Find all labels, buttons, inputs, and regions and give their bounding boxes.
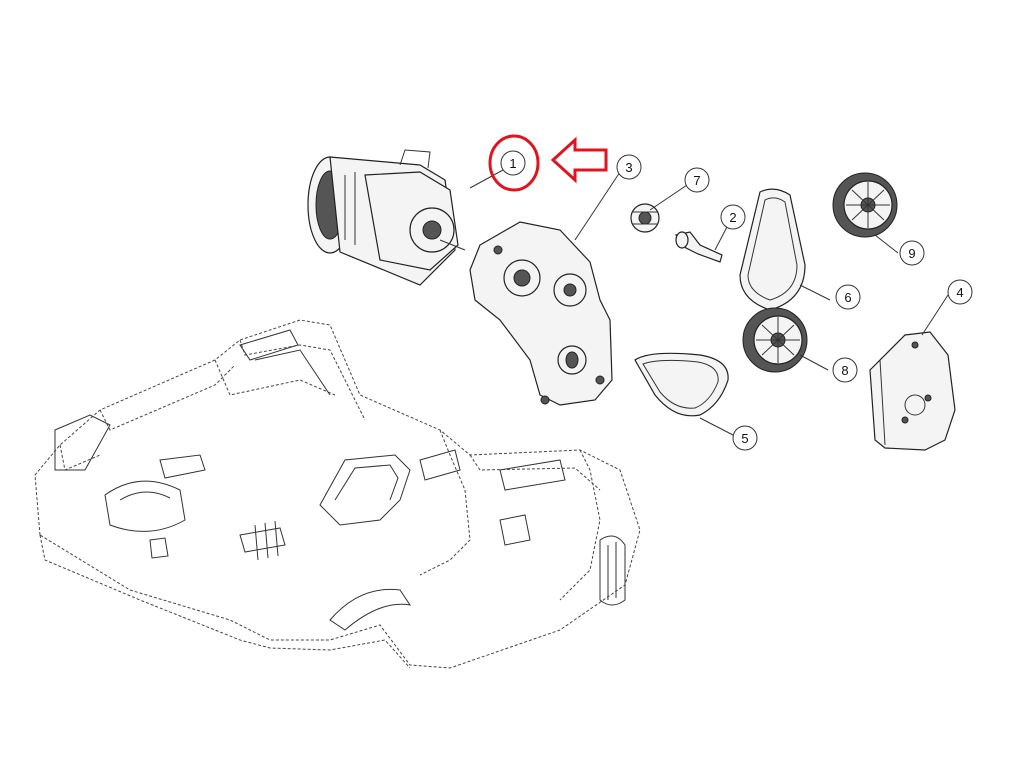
leader-line-5 (699, 417, 734, 436)
callout-4: 4 (947, 279, 973, 305)
leader-lines (469, 169, 949, 436)
highlight-marker (488, 134, 608, 192)
callout-label-4: 4 (956, 285, 963, 300)
large-gear-top-part (832, 172, 898, 238)
leader-line-3 (574, 171, 621, 241)
callout-label-1: 1 (509, 156, 516, 171)
motor-part (307, 149, 466, 286)
small-belt-part (634, 352, 729, 417)
callout-3: 3 (616, 154, 642, 180)
callout-label-9: 9 (908, 246, 915, 261)
callout-2: 2 (720, 204, 746, 230)
callout-label-6: 6 (844, 290, 851, 305)
leader-line-7 (649, 182, 691, 211)
callout-1: 1 (500, 150, 526, 176)
small-pulley-part (630, 203, 660, 233)
shaft-part (674, 231, 723, 263)
leader-line-4 (921, 294, 949, 336)
callout-5: 5 (732, 425, 758, 451)
highlight-circle (488, 134, 540, 192)
leader-line-9 (874, 234, 899, 254)
leader-line-2 (714, 224, 729, 251)
callout-8: 8 (832, 357, 858, 383)
leader-line-6 (799, 284, 831, 301)
callout-9: 9 (899, 240, 925, 266)
leader-line-1 (469, 169, 504, 189)
callout-label-3: 3 (625, 160, 632, 175)
large-belt-part (739, 188, 806, 311)
callout-label-2: 2 (729, 210, 736, 225)
callout-7: 7 (684, 167, 710, 193)
gear-middle-part (742, 307, 808, 373)
gearbox-housing-part (469, 221, 613, 406)
callout-label-8: 8 (841, 363, 848, 378)
callout-label-5: 5 (741, 431, 748, 446)
highlight-arrow-icon (550, 136, 608, 184)
leader-line-8 (799, 354, 829, 371)
mower-chassis (34, 319, 641, 669)
callout-6: 6 (835, 284, 861, 310)
cover-plate-part (869, 331, 956, 451)
callout-label-7: 7 (693, 173, 700, 188)
